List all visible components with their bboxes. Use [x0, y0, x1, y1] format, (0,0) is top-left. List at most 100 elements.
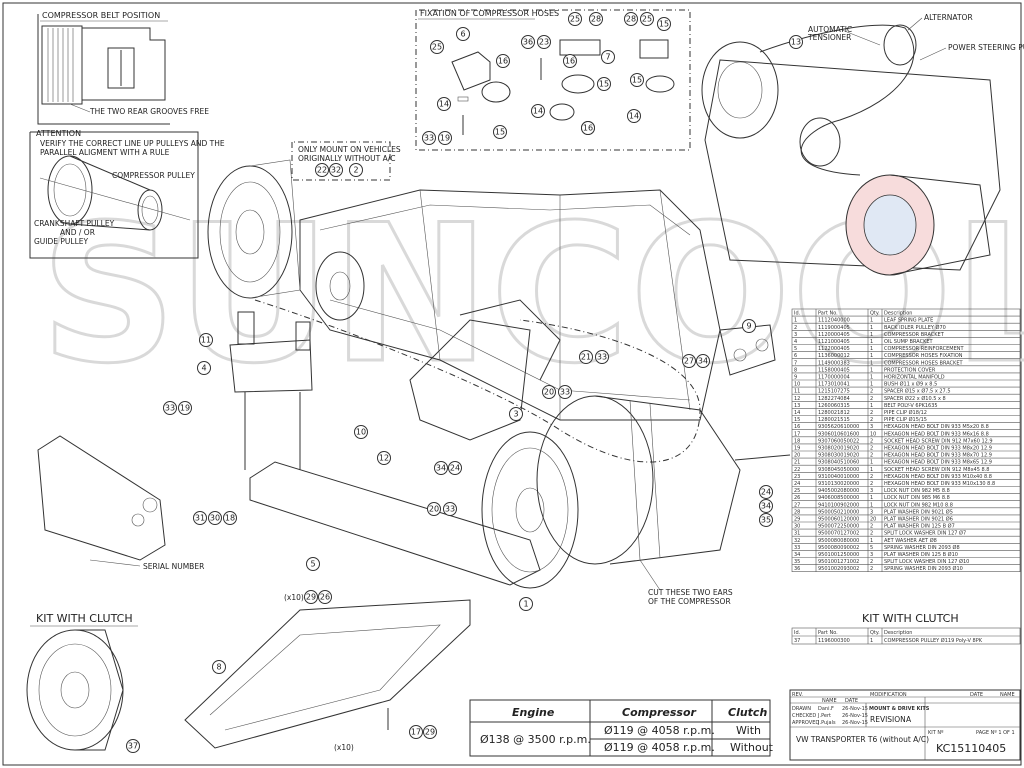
only-mount-text-2: ORIGINALLY WITHOUT A/C	[298, 154, 396, 163]
tb-checked: CHECKED	[792, 713, 816, 719]
parts-table-cell: 16	[794, 424, 800, 430]
parts-table-cell: 1	[794, 318, 797, 324]
parts-table-cell: 3	[794, 332, 797, 338]
tb-rev: REV.	[792, 692, 803, 698]
part-callout: 10	[354, 425, 368, 439]
clutch-kit-table: KIT WITH CLUTCH Id.Part No.Qty.Descripti…	[791, 612, 1021, 645]
parts-table-cell: 25	[794, 488, 800, 494]
svg-text:13: 13	[791, 38, 801, 47]
svg-text:15: 15	[659, 20, 669, 29]
hose-fixation-inset: FIXATION OF COMPRESSOR HOSES	[415, 9, 691, 151]
svg-text:16: 16	[583, 124, 593, 133]
svg-text:33: 33	[445, 505, 455, 514]
parts-table-cell: 1	[870, 502, 873, 508]
parts-table-cell: 18	[794, 438, 800, 444]
parts-table-cell: 9500070127002	[818, 531, 859, 537]
parts-table-cell: 5	[794, 346, 797, 352]
hose-part-callout: 25	[640, 12, 654, 26]
hose-fixation-title: FIXATION OF COMPRESSOR HOSES	[420, 9, 559, 18]
parts-header-cell: Part No.	[818, 311, 838, 317]
parts-table-cell: 1280021515	[818, 417, 850, 423]
parts-table-cell: OIL SUMP BRACKET	[884, 339, 934, 345]
parts-table-cell: 3	[870, 424, 873, 430]
x10-note-a: (x10)	[284, 593, 304, 602]
speed-ratio-table: Engine Compressor Clutch Ø138 @ 3500 r.p…	[469, 699, 774, 757]
parts-table-cell: 1215107275	[818, 389, 850, 395]
parts-table-cell: 1282274084	[818, 396, 850, 402]
svg-text:36: 36	[523, 38, 533, 47]
hose-part-callout: 14	[437, 97, 451, 111]
parts-header-cell: Id.	[794, 311, 801, 317]
attention-text-1: VERIFY THE CORRECT LINE UP PULLEYS AND T…	[40, 139, 225, 148]
parts-table-cell: 9310040010000	[818, 474, 859, 480]
parts-table-cell: 1119000405	[818, 325, 850, 331]
parts-table-cell: 1	[870, 325, 873, 331]
part-callout: 20	[542, 385, 556, 399]
parts-table-cell: 1	[870, 460, 873, 466]
parts-table-cell: 9500080090002	[818, 545, 859, 551]
kit-with-clutch-right-title: KIT WITH CLUTCH	[862, 612, 959, 625]
parts-table-cell: 3	[870, 488, 873, 494]
svg-text:16: 16	[565, 57, 575, 66]
parts-table-cell: 1120000405	[818, 332, 850, 338]
tb-drawn: DRAWN	[792, 706, 811, 712]
parts-table-cell: 1	[870, 353, 873, 359]
engine-belt-view-drawing: AUTOMATIC TENSIONER ALTERNATOR POWER STE…	[701, 13, 1024, 276]
svg-text:5: 5	[310, 560, 315, 569]
parts-table-cell: 9500072250000	[818, 524, 859, 530]
svg-text:25: 25	[642, 15, 652, 24]
parts-table-cell: 1	[870, 538, 873, 544]
speed-row1-compressor: Ø119 @ 4058 r.p.m.	[604, 724, 715, 737]
part-callout: 22	[315, 163, 329, 177]
part-callout: 1	[519, 597, 533, 611]
parts-table-cell: HEXAGON HEAD BOLT DIN 933 M8x65 12.9	[884, 460, 992, 466]
tb-kit-no: KC15110405	[936, 742, 1006, 755]
parts-table-cell: 9501001271002	[818, 559, 859, 565]
parts-table-cell: 2	[870, 531, 873, 537]
parts-table-cell: 1	[870, 467, 873, 473]
parts-table-cell: 2	[870, 566, 873, 572]
hose-part-callout: 28	[624, 12, 638, 26]
parts-table-cell: 13	[794, 403, 800, 409]
part-callout: 24	[759, 485, 773, 499]
part-callout: 27	[682, 354, 696, 368]
kit-with-clutch-left-title: KIT WITH CLUTCH	[36, 612, 133, 625]
compressor-pulley-label: COMPRESSOR PULLEY	[112, 171, 195, 180]
parts-table-cell: 1	[870, 332, 873, 338]
clutch-header-cell: Id.	[794, 630, 801, 636]
svg-text:2: 2	[353, 166, 358, 175]
parts-table-cell: LOCK NUT DIN 982 M5 8.8	[884, 488, 950, 494]
parts-table-cell: 9305620610000	[818, 424, 859, 430]
title-block: REV. MODIFICATION DATE NAME NAME DATE DR…	[789, 689, 1021, 761]
parts-table-cell: 2	[794, 325, 797, 331]
parts-table-cell: COMPRESSOR HOSES FIXATION	[884, 353, 963, 359]
svg-text:27: 27	[684, 357, 694, 366]
tb-name-col: NAME	[822, 698, 837, 704]
part-callout: 11	[199, 333, 213, 347]
parts-table-cell: 6	[794, 353, 797, 359]
callout-bubbles: 2528282563623152571616151414151633191415…	[126, 12, 803, 753]
parts-table-cell: 22	[794, 467, 800, 473]
part-callout: 31	[193, 511, 207, 525]
svg-text:15: 15	[632, 76, 642, 85]
parts-table-cell: 8	[794, 367, 797, 373]
belt-position-title: COMPRESSOR BELT POSITION	[42, 11, 160, 20]
tb-approved-date: 26-Nov-15	[842, 720, 868, 726]
parts-table-cell: 9310130020000	[818, 481, 859, 487]
parts-table-cell: SPLIT LOCK WASHER DIN 127 Ø7	[884, 530, 966, 537]
parts-table-cell: 1	[870, 495, 873, 501]
svg-text:15: 15	[599, 80, 609, 89]
hose-part-callout: 16	[496, 54, 510, 68]
parts-table-cell: BUSH Ø11 x Ø9 x 8.5	[884, 381, 937, 388]
svg-text:19: 19	[180, 404, 190, 413]
parts-table-cell: HEXAGON HEAD BOLT DIN 933 M10x130 8.8	[884, 481, 995, 487]
parts-table-cell: 20	[794, 453, 800, 459]
parts-table-cell: 35	[794, 559, 800, 565]
part-callout: 8	[212, 660, 226, 674]
svg-text:21: 21	[581, 353, 591, 362]
clutch-header-cell: Description	[884, 630, 912, 636]
hose-part-callout: 15	[493, 125, 507, 139]
speed-engine-value: Ø138 @ 3500 r.p.m.	[480, 733, 591, 746]
